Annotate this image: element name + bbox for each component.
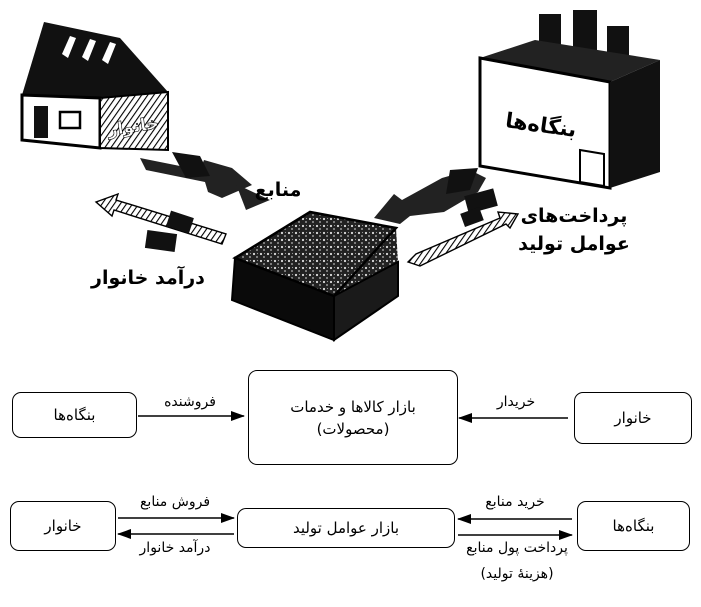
goods-market-firms-box: بنگاه‌ها xyxy=(12,392,137,438)
label-resources: منابع xyxy=(255,179,302,201)
goods-market-household-label: خانوار xyxy=(614,409,652,427)
factor-market-firms-box: بنگاه‌ها xyxy=(577,501,690,551)
buy-resources-label: خرید منابع xyxy=(485,494,545,510)
pay-resources-label: پرداخت پول منابع xyxy=(466,540,568,556)
factor-payments-lower-arrow xyxy=(406,188,520,267)
factor-payments-upper-arrow xyxy=(374,168,486,224)
goods-market-subtitle: (محصولات) xyxy=(316,419,390,438)
resources-flow-arrow xyxy=(140,152,270,210)
factor-market-firms-label: بنگاه‌ها xyxy=(612,517,655,535)
household-income-label: درآمد خانوار xyxy=(139,540,211,556)
goods-market-box: بازار کالاها و خدمات (محصولات) xyxy=(248,370,458,465)
label-factor-payments-line1: پرداخت‌های xyxy=(521,205,628,227)
goods-market-household-box: خانوار xyxy=(574,392,692,444)
goods-market-firms-label: بنگاه‌ها xyxy=(53,406,96,424)
products-box-icon xyxy=(230,210,399,342)
production-cost-label: (هزینهٔ تولید) xyxy=(480,566,554,582)
house-icon xyxy=(20,22,170,152)
circular-flow-illustration: خانوار بنگاه‌ها xyxy=(20,10,660,342)
factor-market-household-box: خانوار xyxy=(10,501,116,551)
factor-market-household-label: خانوار xyxy=(44,517,82,535)
factor-market-title: بازار عوامل تولید xyxy=(292,519,400,537)
label-household-income: درآمد خانوار xyxy=(90,265,205,289)
buyer-label: خریدار xyxy=(496,394,536,410)
household-income-arrow xyxy=(94,192,227,253)
factor-market-box: بازار عوامل تولید xyxy=(237,508,455,548)
label-factor-payments-line2: عوامل تولید xyxy=(518,233,630,255)
seller-label: فروشنده xyxy=(164,394,216,410)
goods-market-title: بازار کالاها و خدمات xyxy=(290,397,416,416)
factory-icon xyxy=(478,10,660,190)
sell-resources-label: فروش منابع xyxy=(139,494,211,510)
